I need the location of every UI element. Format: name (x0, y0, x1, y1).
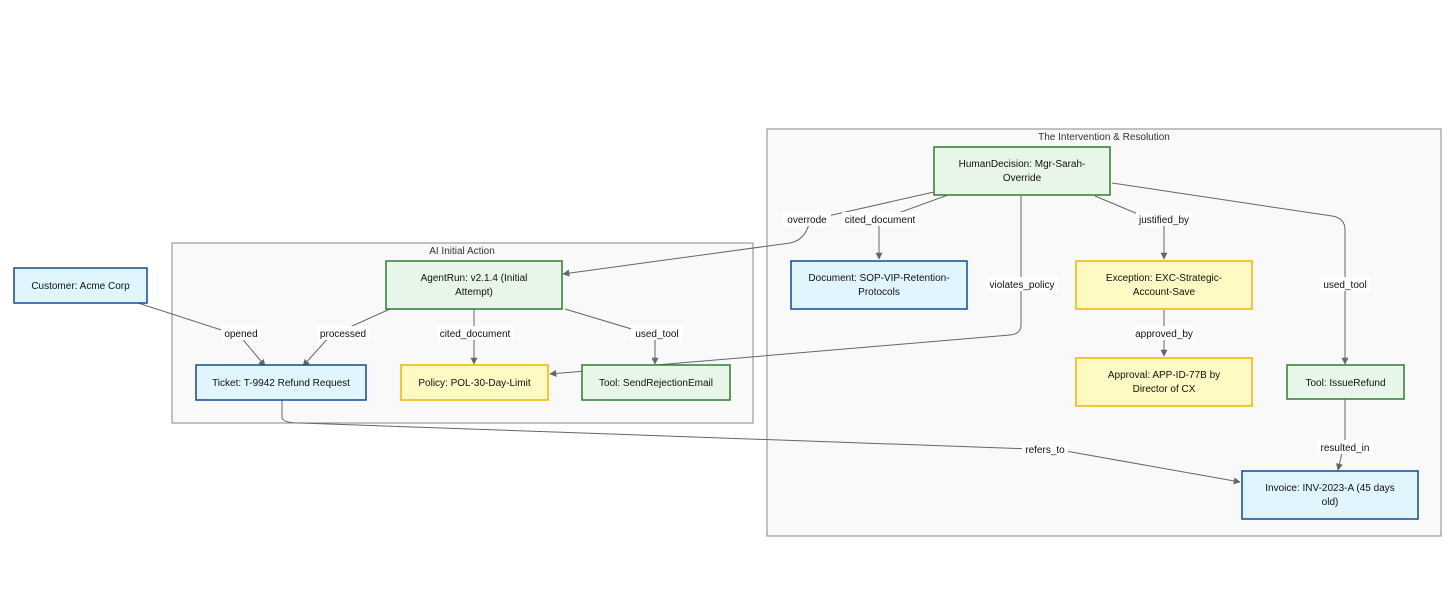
node-label-line-2: Attempt) (455, 287, 493, 298)
svg-text:resulted_in: resulted_in (1321, 443, 1370, 454)
node-label-line-1: Exception: EXC-Strategic- (1106, 273, 1222, 284)
svg-text:violates_policy: violates_policy (989, 280, 1054, 291)
node-label: Customer: Acme Corp (31, 281, 130, 292)
node-document[interactable]: Document: SOP-VIP-Retention- Protocols (790, 260, 968, 310)
svg-text:processed: processed (320, 329, 366, 340)
edge-label-opened: opened (221, 326, 261, 340)
node-label-line-2: Director of CX (1133, 384, 1196, 395)
edge-label-processed: processed (317, 326, 369, 340)
svg-text:cited_document: cited_document (440, 329, 511, 340)
node-label-line-2: Account-Save (1133, 287, 1196, 298)
svg-text:justified_by: justified_by (1138, 215, 1189, 226)
edge-label-cited-document-hd: cited_document (842, 212, 918, 226)
node-label: Policy: POL-30-Day-Limit (418, 378, 530, 389)
node-invoice[interactable]: Invoice: INV-2023-A (45 days old) (1241, 470, 1419, 520)
edge-label-refers-to: refers_to (1022, 442, 1068, 456)
edge-labels: opened processed cited_document used_too… (221, 212, 1373, 456)
node-tool-send-rejection-email[interactable]: Tool: SendRejectionEmail (581, 364, 731, 401)
edge-label-resulted-in: resulted_in (1317, 440, 1373, 454)
svg-text:approved_by: approved_by (1135, 329, 1193, 340)
node-label-line-1: AgentRun: v2.1.4 (Initial (421, 273, 528, 284)
svg-text:used_tool: used_tool (1323, 280, 1366, 291)
node-label-line-1: Invoice: INV-2023-A (45 days (1265, 483, 1395, 494)
edge-label-approved-by: approved_by (1134, 326, 1194, 340)
node-label: Tool: IssueRefund (1305, 378, 1385, 389)
edge-used-tool-hd[interactable] (1111, 182, 1349, 365)
edge-label-violates-policy: violates_policy (986, 277, 1058, 291)
svg-text:opened: opened (224, 329, 257, 340)
edge-violates-policy[interactable] (549, 196, 1022, 377)
node-policy[interactable]: Policy: POL-30-Day-Limit (400, 364, 549, 401)
node-approval[interactable]: Approval: APP-ID-77B by Director of CX (1075, 357, 1253, 407)
edge-label-justified-by: justified_by (1136, 212, 1192, 226)
edge-label-used-tool-ai: used_tool (631, 326, 683, 340)
node-label: Ticket: T-9942 Refund Request (212, 378, 350, 389)
svg-text:used_tool: used_tool (635, 329, 678, 340)
svg-text:cited_document: cited_document (845, 215, 916, 226)
node-ticket[interactable]: Ticket: T-9942 Refund Request (195, 364, 367, 401)
svg-text:overrode: overrode (787, 215, 827, 226)
node-customer[interactable]: Customer: Acme Corp (13, 267, 148, 304)
cluster-title-intervention: The Intervention & Resolution (1038, 132, 1170, 143)
edge-label-used-tool-hd: used_tool (1320, 277, 1370, 291)
node-label-line-2: old) (1322, 497, 1339, 508)
node-tool-issue-refund[interactable]: Tool: IssueRefund (1286, 364, 1405, 400)
cluster-intervention-resolution: The Intervention & Resolution (766, 128, 1442, 537)
edge-label-cited-document-ai: cited_document (437, 326, 513, 340)
node-label: Tool: SendRejectionEmail (599, 378, 713, 389)
node-human-decision[interactable]: HumanDecision: Mgr-Sarah- Override (933, 146, 1111, 196)
node-label-line-2: Override (1003, 173, 1042, 184)
node-label-line-2: Protocols (858, 287, 900, 298)
node-label-line-1: Document: SOP-VIP-Retention- (808, 273, 949, 284)
svg-text:refers_to: refers_to (1025, 445, 1065, 456)
node-label-line-1: Approval: APP-ID-77B by (1108, 370, 1220, 381)
node-label-line-1: HumanDecision: Mgr-Sarah- (959, 159, 1086, 170)
node-exception[interactable]: Exception: EXC-Strategic- Account-Save (1075, 260, 1253, 310)
cluster-title-ai: AI Initial Action (429, 246, 495, 257)
node-agent-run[interactable]: AgentRun: v2.1.4 (Initial Attempt) (385, 260, 563, 310)
edge-label-overrode: overrode (783, 212, 831, 226)
edge-refers-to[interactable] (281, 400, 1241, 485)
